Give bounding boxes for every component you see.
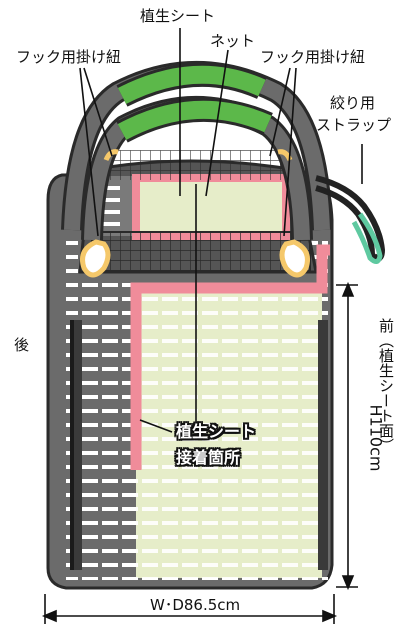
label-tie-strap-line2: ストラップ bbox=[316, 116, 392, 134]
label-hook-cord-left: フック用掛け紐 bbox=[16, 48, 122, 66]
callout-lines bbox=[79, 28, 363, 433]
tie-strap bbox=[315, 175, 386, 264]
label-height: H110cm bbox=[366, 404, 386, 472]
net-mesh bbox=[91, 150, 311, 273]
bonded-strip bbox=[130, 244, 330, 470]
label-tie-strap-line1: 絞り用 bbox=[330, 94, 376, 112]
height-dimension bbox=[336, 281, 358, 591]
vegetation-sheet-panel bbox=[132, 174, 290, 240]
hook-loops bbox=[80, 149, 310, 278]
label-net: ネット bbox=[210, 32, 256, 50]
label-back: 後 bbox=[14, 336, 30, 354]
label-front: 前（植生シート面） bbox=[377, 318, 395, 453]
handles bbox=[61, 61, 333, 241]
label-vegetation-sheet: 植生シート bbox=[140, 7, 216, 25]
label-hook-cord-right: フック用掛け紐 bbox=[260, 48, 366, 66]
width-dimension bbox=[41, 594, 338, 624]
label-attach-line1: 植生シート bbox=[176, 422, 257, 441]
label-attach-line2: 接着箇所 bbox=[176, 448, 241, 467]
label-width: W･D86.5cm bbox=[150, 596, 241, 614]
bag-body bbox=[46, 170, 334, 590]
